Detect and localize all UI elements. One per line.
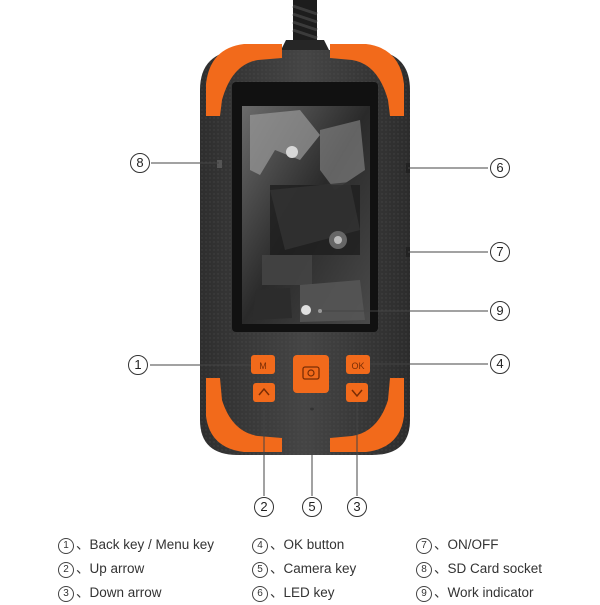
callout-3: 3 bbox=[347, 497, 367, 517]
bumper-bottom-right bbox=[330, 378, 404, 452]
callout-9: 9 bbox=[490, 301, 510, 321]
legend: 1、Back key / Menu key 4、OK button 7、ON/O… bbox=[58, 533, 598, 605]
callout-6: 6 bbox=[490, 158, 510, 178]
legend-item-ok: 4、OK button bbox=[252, 533, 344, 554]
front-buttons: M OK bbox=[251, 355, 370, 411]
legend-item-back-menu: 1、Back key / Menu key bbox=[58, 533, 214, 554]
up-arrow-icon bbox=[258, 387, 270, 396]
callout-5: 5 bbox=[302, 497, 322, 517]
down-arrow-icon bbox=[351, 389, 363, 398]
camera-icon bbox=[302, 366, 320, 380]
cable bbox=[280, 0, 330, 52]
bumper-bottom-left bbox=[206, 378, 282, 452]
callout-2: 2 bbox=[254, 497, 274, 517]
legend-item-work-indicator: 9、Work indicator bbox=[416, 581, 534, 602]
legend-item-down-arrow: 3、Down arrow bbox=[58, 581, 162, 602]
camera-key[interactable] bbox=[293, 355, 329, 393]
callout-4: 4 bbox=[490, 354, 510, 374]
ok-key-label: OK bbox=[351, 361, 364, 371]
legend-item-led: 6、LED key bbox=[252, 581, 335, 602]
legend-item-up-arrow: 2、Up arrow bbox=[58, 557, 144, 578]
callout-8: 8 bbox=[130, 153, 150, 173]
legend-item-camera: 5、Camera key bbox=[252, 557, 356, 578]
legend-row: 1、Back key / Menu key 4、OK button 7、ON/O… bbox=[58, 533, 598, 557]
bumper-top-left bbox=[206, 44, 282, 116]
legend-item-on-off: 7、ON/OFF bbox=[416, 533, 499, 554]
screen bbox=[232, 82, 378, 332]
sd-card-slot[interactable] bbox=[217, 160, 222, 168]
down-arrow-key[interactable] bbox=[346, 383, 368, 402]
back-menu-key-label: M bbox=[259, 361, 267, 371]
work-indicator-led bbox=[318, 309, 322, 313]
ok-key[interactable] bbox=[346, 355, 370, 374]
bumper-top-right bbox=[330, 44, 404, 116]
up-arrow-key[interactable] bbox=[253, 383, 275, 402]
leader-lines bbox=[150, 162, 488, 496]
corner-bumpers bbox=[206, 44, 404, 452]
legend-row: 2、Up arrow 5、Camera key 8、SD Card socket bbox=[58, 557, 598, 581]
callout-7: 7 bbox=[490, 242, 510, 262]
legend-row: 3、Down arrow 6、LED key 9、Work indicator bbox=[58, 581, 598, 605]
legend-item-sd-card: 8、SD Card socket bbox=[416, 557, 542, 578]
back-menu-key[interactable] bbox=[251, 355, 275, 374]
callout-1: 1 bbox=[128, 355, 148, 375]
